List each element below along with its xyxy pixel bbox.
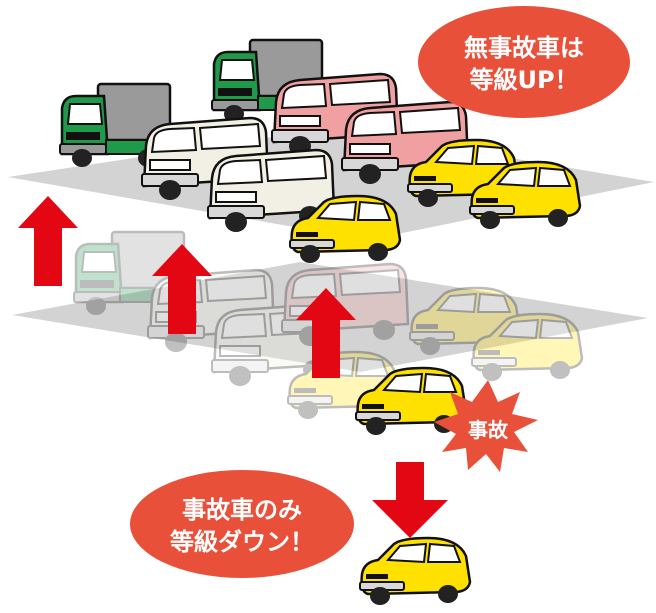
downgrade-arrow: [372, 462, 448, 538]
upgrade-bubble-line1: 無事故車は: [464, 34, 584, 62]
upgrade-bubble-line2: 等級UP！: [469, 66, 578, 94]
accident-burst: 事故: [434, 380, 538, 472]
downgrade-bubble-line2: 等級ダウン！: [170, 528, 314, 556]
downgraded-car: [358, 536, 472, 607]
upgrade-speech-bubble: 無事故車は 等級UP！: [418, 6, 630, 118]
up-arrow-icon: [18, 196, 78, 286]
downgrade-bubble-line1: 事故車のみ: [182, 496, 302, 524]
burst-label: 事故: [468, 418, 509, 442]
downgrade-speech-bubble: 事故車のみ 等級ダウン！: [130, 470, 354, 578]
